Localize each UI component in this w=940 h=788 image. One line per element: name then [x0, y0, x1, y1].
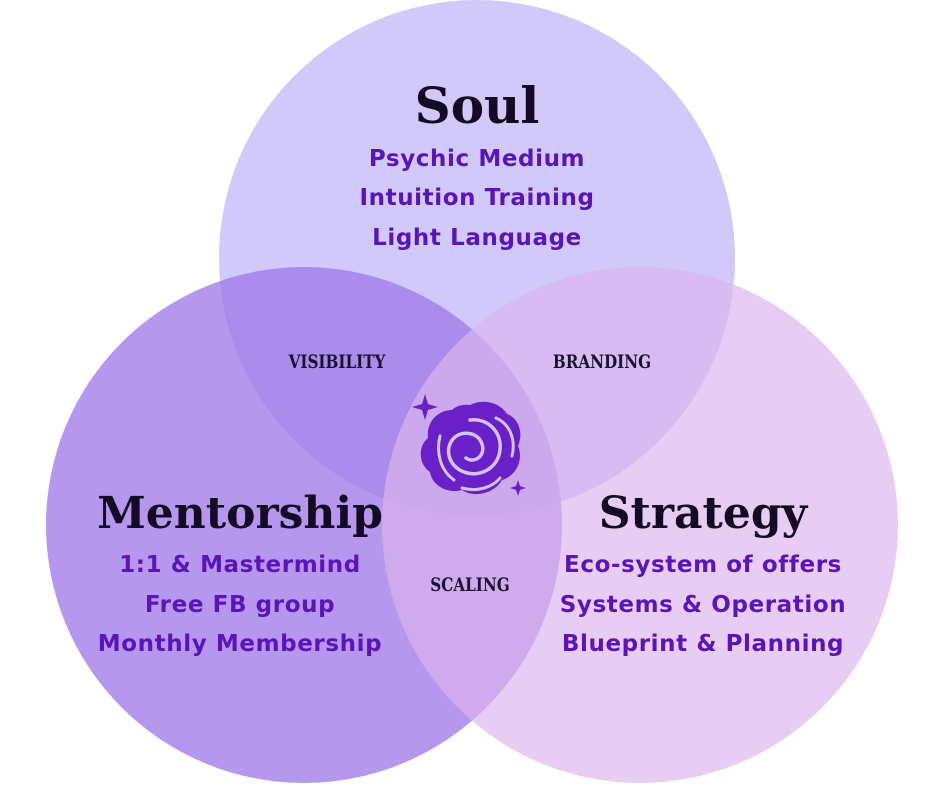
soul-items: Psychic Medium Intuition Training Light … [359, 146, 594, 251]
overlap-label-branding: BRANDING [553, 351, 651, 373]
strategy-item: Systems & Operation [560, 592, 847, 618]
sparkle-icon [510, 480, 526, 496]
mentorship-item: 1:1 & Mastermind [119, 552, 361, 578]
mentorship-items: 1:1 & Mastermind Free FB group Monthly M… [98, 552, 382, 657]
soul-item: Psychic Medium [369, 146, 585, 172]
strategy-title: Strategy [599, 488, 809, 539]
overlap-label-visibility: VISIBILITY [288, 351, 386, 373]
strategy-items: Eco-system of offers Systems & Operation… [560, 552, 847, 657]
strategy-item: Eco-system of offers [564, 552, 842, 578]
mentorship-item: Monthly Membership [98, 631, 382, 657]
soul-item: Intuition Training [359, 185, 594, 211]
mentorship-item: Free FB group [145, 592, 335, 618]
sparkle-icon [412, 394, 438, 420]
soul-title: Soul [415, 76, 540, 135]
rose-icon [412, 394, 526, 496]
overlap-label-scaling: SCALING [430, 574, 509, 596]
soul-item: Light Language [372, 225, 582, 251]
strategy-circle [382, 267, 898, 783]
strategy-item: Blueprint & Planning [562, 631, 844, 657]
mentorship-title: Mentorship [97, 488, 383, 539]
